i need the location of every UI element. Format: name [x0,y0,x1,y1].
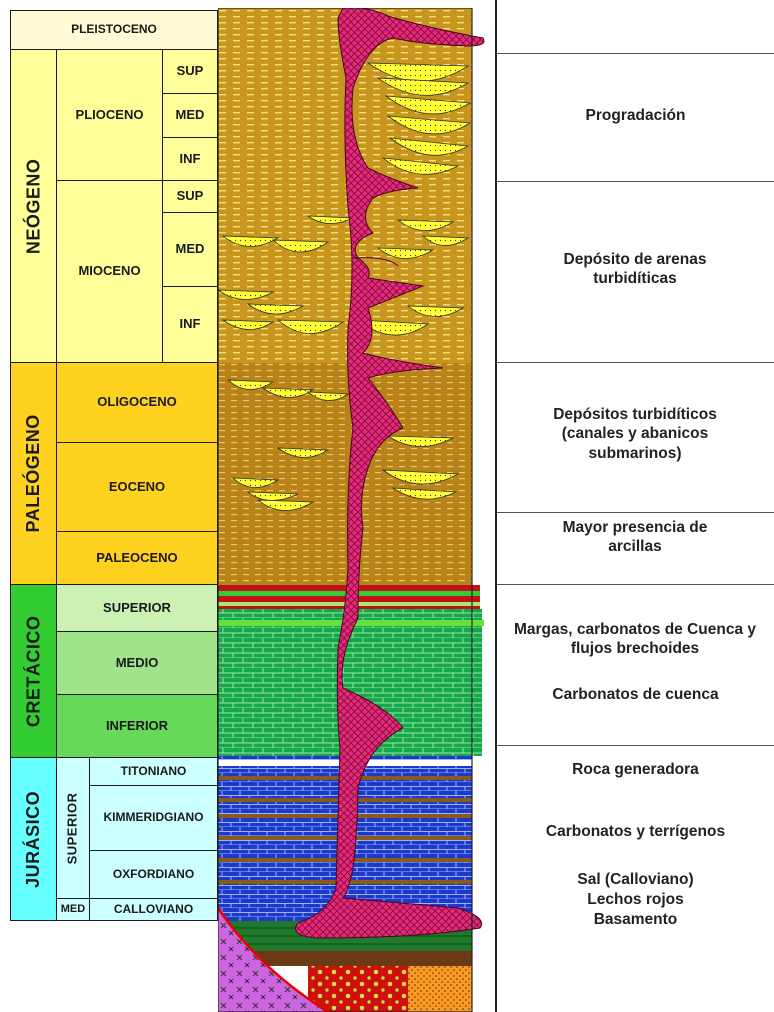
neogeno-era-cell: NEÓGENO [10,49,57,363]
cretacico-inferior-cell: INFERIOR [56,694,218,758]
desc-arcillas: Mayor presencia de arcillas [545,518,725,557]
eoceno-cell: EOCENO [56,442,218,532]
calloviano-cell: CALLOVIANO [89,898,218,921]
desc-margas: Margas, carbonatos de Cuenca y flujos br… [510,620,760,659]
desc-sal: Sal (Calloviano) [497,870,774,889]
jurasico-label: JURÁSICO [23,790,44,887]
divider [497,53,774,54]
mioceno-cell: MIOCENO [56,180,163,363]
neogeno-label: NEÓGENO [23,158,44,254]
plio-sup-cell: SUP [162,49,218,94]
plio-med-cell: MED [162,93,218,138]
divider [497,512,774,513]
cretacico-era-cell: CRETÁCICO [10,584,57,758]
jurasico-med-cell: MED [56,898,90,921]
paleogeno-label: PALEÓGENO [23,414,44,532]
kimmeridgiano-cell: KIMMERIDGIANO [89,785,218,851]
mio-inf-cell: INF [162,286,218,363]
cretacico-superior-cell: SUPERIOR [56,584,218,632]
divider [497,745,774,746]
jurasico-superior-cell: SUPERIOR [56,757,90,899]
oligoceno-cell: OLIGOCENO [56,362,218,443]
lithology-column [218,8,498,1012]
paleoceno-cell: PALEOCENO [56,531,218,585]
desc-progradacion: Progradación [497,106,774,125]
divider [497,181,774,182]
column-right-border [495,0,497,1012]
desc-roca-generadora: Roca generadora [497,760,774,779]
paleogeno-era-cell: PALEÓGENO [10,362,57,585]
pleistoceno-cell: PLEISTOCENO [10,10,218,50]
desc-depositos-turbiditicos: Depósitos turbidíticos (canales y abanic… [530,405,740,463]
desc-arenas-turbiditicas: Depósito de arenas turbidíticas [540,250,730,289]
desc-lechos-rojos: Lechos rojos [497,890,774,909]
desc-terrigenos: Carbonatos y terrígenos [497,822,774,841]
desc-basamento: Basamento [497,910,774,929]
titoniano-cell: TITONIANO [89,757,218,786]
jurasico-era-cell: JURÁSICO [10,757,57,921]
divider [497,362,774,363]
plio-inf-cell: INF [162,137,218,181]
oxfordiano-cell: OXFORDIANO [89,850,218,899]
jurasico-superior-label: SUPERIOR [66,792,81,864]
divider [497,584,774,585]
mio-sup-cell: SUP [162,180,218,213]
plioceno-cell: PLIOCENO [56,49,163,181]
cretacico-medio-cell: MEDIO [56,631,218,695]
mio-med-cell: MED [162,212,218,287]
cretacico-label: CRETÁCICO [23,615,44,727]
desc-carbonatos-cuenca: Carbonatos de cuenca [497,685,774,704]
